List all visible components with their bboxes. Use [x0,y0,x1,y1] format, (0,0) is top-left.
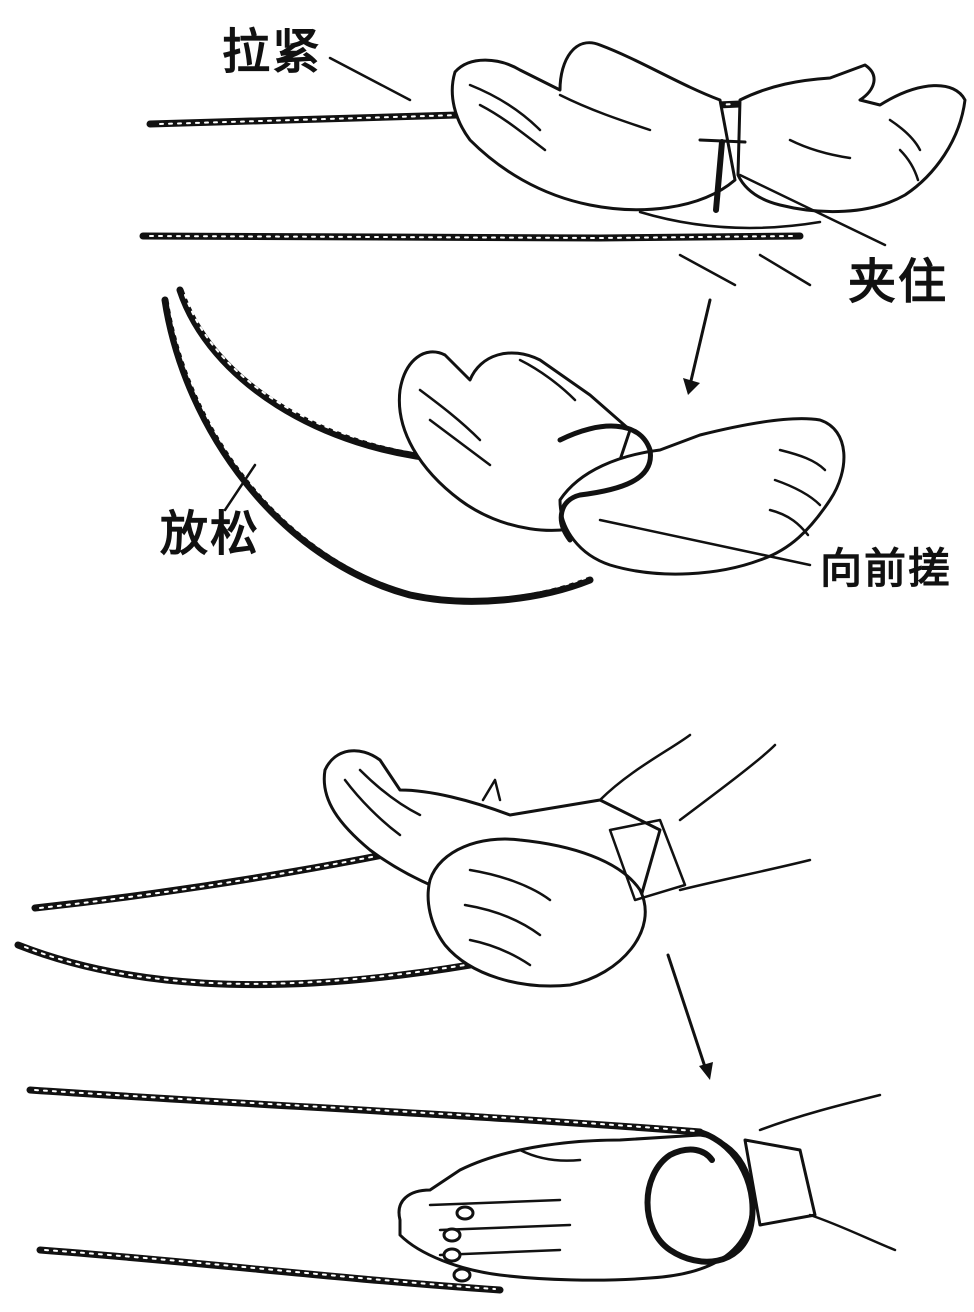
step1-lower-rope [143,236,800,238]
label-pull-tight: 拉紧 [222,28,322,76]
label-rub-forward: 向前搓 [820,548,952,590]
step4-group [30,1090,895,1290]
pull-tight-leader [330,58,410,100]
label-clamp: 夹住 [848,258,948,306]
step2-group [165,290,844,601]
step1-left-hand [452,43,735,210]
label-loosen: 放松 [160,510,260,558]
arrow-step3-to-step4 [668,955,713,1080]
step3-group [18,735,810,986]
arrow-step1-to-step2 [683,300,710,395]
